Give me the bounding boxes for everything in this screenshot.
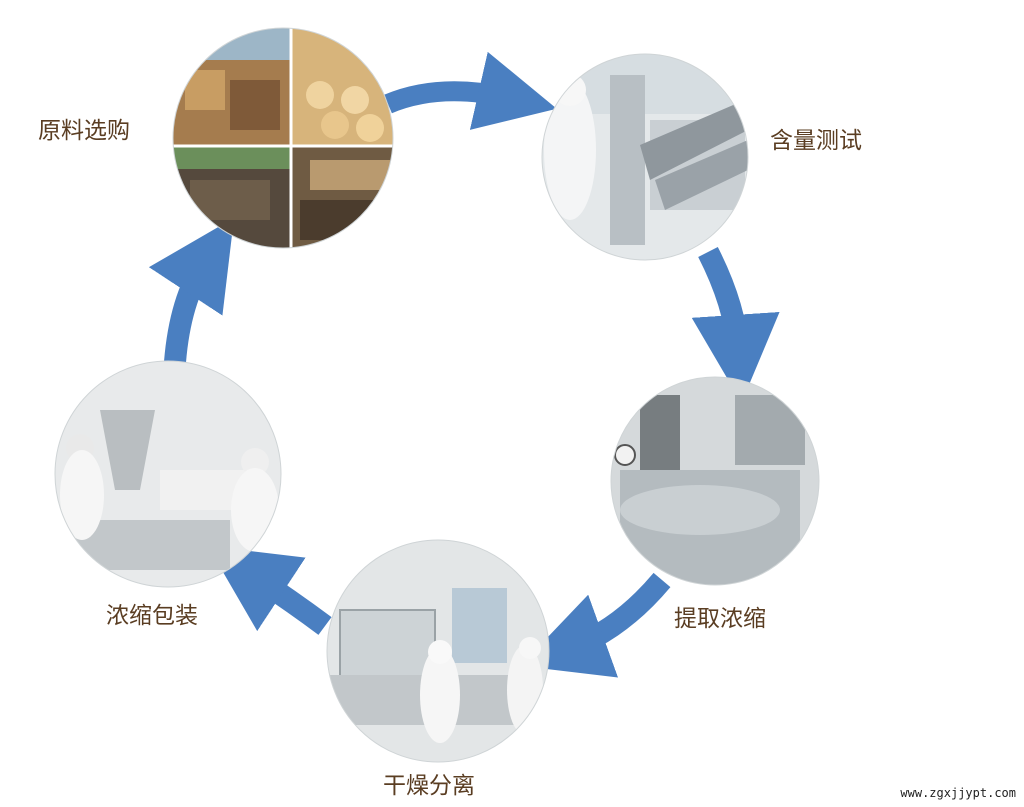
- arrow-extraction-to-drying: [520, 572, 671, 678]
- watermark: www.zgxjjypt.com: [900, 786, 1016, 800]
- arrow-drying-to-packaging: [207, 545, 332, 635]
- arrow-raw-to-testing: [384, 51, 557, 130]
- arrow-packaging-to-raw: [148, 217, 235, 363]
- step-label-drying: 干燥分离: [383, 773, 475, 799]
- extraction-tank-photo: [611, 377, 819, 585]
- content-testing-machine-photo: [542, 54, 748, 260]
- step-label-extraction: 提取浓缩: [674, 606, 766, 632]
- step-label-packaging: 浓缩包装: [106, 603, 198, 629]
- step-label-raw-material: 原料选购: [38, 118, 130, 144]
- step-label-content-testing: 含量测试: [770, 128, 862, 154]
- packaging-line-workers-photo: [55, 361, 281, 587]
- drying-room-workers-photo: [327, 540, 549, 762]
- arrow-testing-to-extraction: [691, 247, 780, 403]
